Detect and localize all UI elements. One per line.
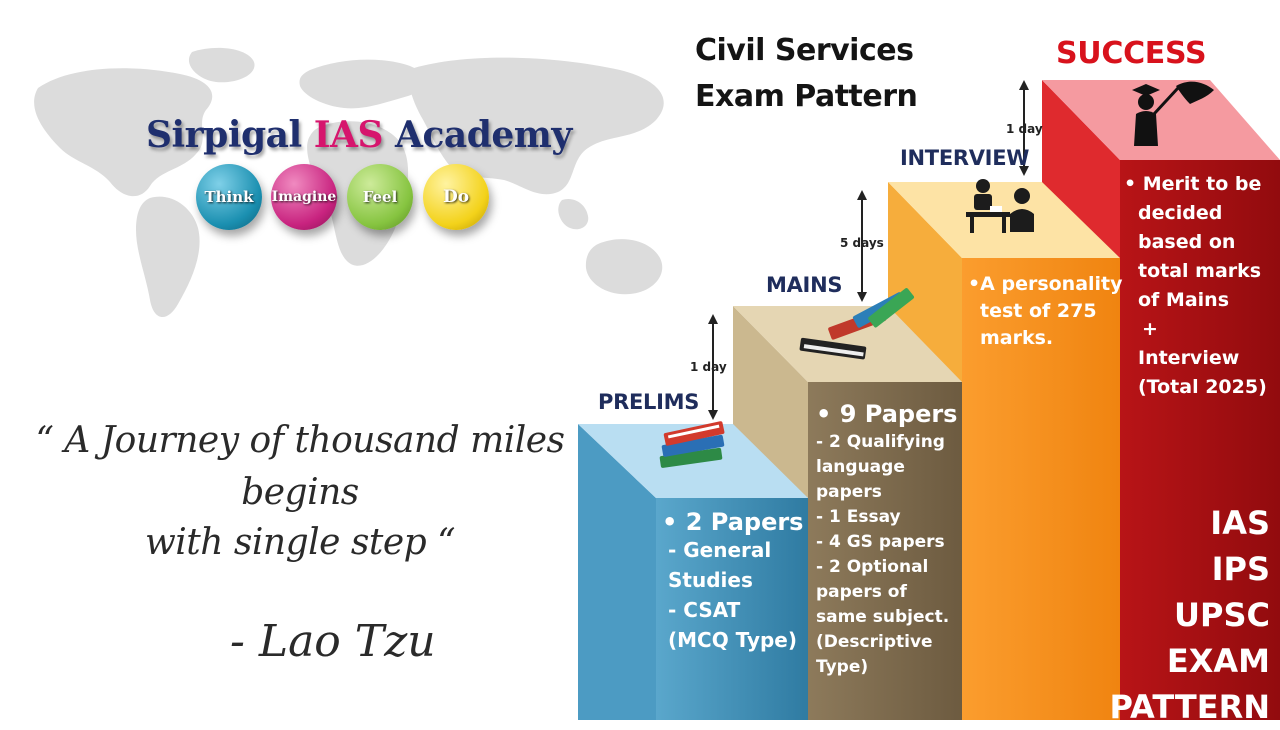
mains-top bbox=[733, 306, 962, 382]
prelims-line-3: Studies bbox=[668, 568, 753, 592]
mains-line-10: (Descriptive bbox=[816, 632, 933, 652]
badge-line-5: PATTERN bbox=[1109, 688, 1270, 726]
gap-interview-success: 1 day bbox=[1006, 122, 1043, 136]
success-line-5: of Mains bbox=[1138, 289, 1230, 311]
brand-prefix: Sirpigal bbox=[146, 114, 314, 156]
gap-mains-interview: 5 days bbox=[840, 236, 884, 250]
prelims-line-4: - CSAT bbox=[668, 598, 741, 622]
mains-line-4: papers bbox=[816, 482, 882, 502]
gap-prelims-mains: 1 day bbox=[690, 360, 727, 374]
quote-author: - Lao Tzu bbox=[230, 616, 436, 667]
success-line-4: total marks bbox=[1138, 260, 1262, 282]
books-icon bbox=[659, 421, 725, 468]
interview-line-2: test of 275 bbox=[980, 300, 1097, 322]
success-label: SUCCESS bbox=[1056, 36, 1207, 71]
prelims-front bbox=[656, 498, 808, 720]
bubble-imagine-label: Imagine bbox=[271, 189, 337, 205]
graduate-icon bbox=[1132, 81, 1214, 146]
exam-badge: IAS IPS UPSC EXAM PATTERN bbox=[1110, 500, 1270, 730]
interview-line-1: •A personality bbox=[968, 273, 1123, 295]
mains-line-7: - 2 Optional bbox=[816, 557, 929, 577]
prelims-side bbox=[578, 424, 656, 720]
mains-line-3: language bbox=[816, 457, 905, 477]
bubble-think: Think bbox=[196, 164, 262, 230]
prelims-details: • 2 Papers - General Studies - CSAT (MCQ… bbox=[662, 510, 803, 650]
bubble-think-label: Think bbox=[204, 188, 254, 206]
books-icon bbox=[799, 288, 914, 360]
success-line-7: Interview bbox=[1138, 347, 1240, 369]
badge-line-2: IPS bbox=[1211, 550, 1270, 588]
success-line-3: based on bbox=[1138, 231, 1236, 253]
prelims-line-2: - General bbox=[668, 538, 772, 562]
brand-accent: IAS bbox=[313, 114, 384, 156]
mains-line-2: - 2 Qualifying bbox=[816, 432, 945, 452]
mains-line-11: Type) bbox=[816, 657, 869, 677]
interview-front bbox=[962, 258, 1120, 720]
double-arrow-icon bbox=[1019, 80, 1029, 176]
bubble-feel: Feel bbox=[347, 164, 413, 230]
diagram-title-line-1: Civil Services bbox=[695, 33, 914, 68]
mains-line-1: • 9 Papers bbox=[816, 400, 958, 428]
quote-line-2: begins bbox=[241, 472, 359, 513]
bubble-do-label: Do bbox=[442, 187, 470, 207]
mains-line-6: - 4 GS papers bbox=[816, 532, 945, 552]
diagram-title-line-2: Exam Pattern bbox=[695, 79, 918, 114]
mains-line-9: same subject. bbox=[816, 607, 950, 627]
quote-line-1: “ A Journey of thousand miles bbox=[35, 420, 565, 461]
interview-details: •A personality test of 275 marks. bbox=[968, 275, 1123, 348]
mains-line-5: - 1 Essay bbox=[816, 507, 901, 527]
quote-line-3: with single step “ bbox=[144, 522, 456, 563]
badge-line-3: UPSC bbox=[1174, 596, 1270, 634]
interview-label: INTERVIEW bbox=[900, 146, 1030, 170]
prelims-line-1: • 2 Papers bbox=[662, 508, 804, 536]
academy-name: Sirpigal IAS Academy bbox=[146, 114, 572, 156]
prelims-label: PRELIMS bbox=[598, 390, 700, 414]
success-line-6: + bbox=[1142, 318, 1158, 340]
bubble-imagine: Imagine bbox=[271, 164, 337, 230]
double-arrow-icon bbox=[857, 190, 867, 302]
world-map-icon bbox=[34, 47, 664, 318]
interviewer-icon bbox=[966, 179, 1034, 233]
success-line-8: (Total 2025) bbox=[1138, 376, 1267, 398]
mains-front bbox=[808, 382, 962, 720]
success-line-1: • Merit to be bbox=[1124, 173, 1262, 195]
success-front bbox=[1120, 160, 1280, 720]
double-arrow-icon bbox=[708, 314, 718, 420]
success-line-2: decided bbox=[1138, 202, 1223, 224]
bubble-feel-label: Feel bbox=[362, 188, 398, 206]
brand-suffix: Academy bbox=[382, 114, 572, 156]
badge-line-1: IAS bbox=[1210, 504, 1270, 542]
mains-details: • 9 Papers - 2 Qualifying language paper… bbox=[816, 402, 957, 676]
success-details: • Merit to be decided based on total mar… bbox=[1124, 175, 1267, 397]
mains-label: MAINS bbox=[766, 273, 843, 297]
bubble-do: Do bbox=[423, 164, 489, 230]
success-top bbox=[1042, 80, 1280, 160]
prelims-line-5: (MCQ Type) bbox=[668, 628, 798, 652]
interview-line-3: marks. bbox=[980, 327, 1054, 349]
mains-line-8: papers of bbox=[816, 582, 907, 602]
badge-line-4: EXAM bbox=[1166, 642, 1270, 680]
